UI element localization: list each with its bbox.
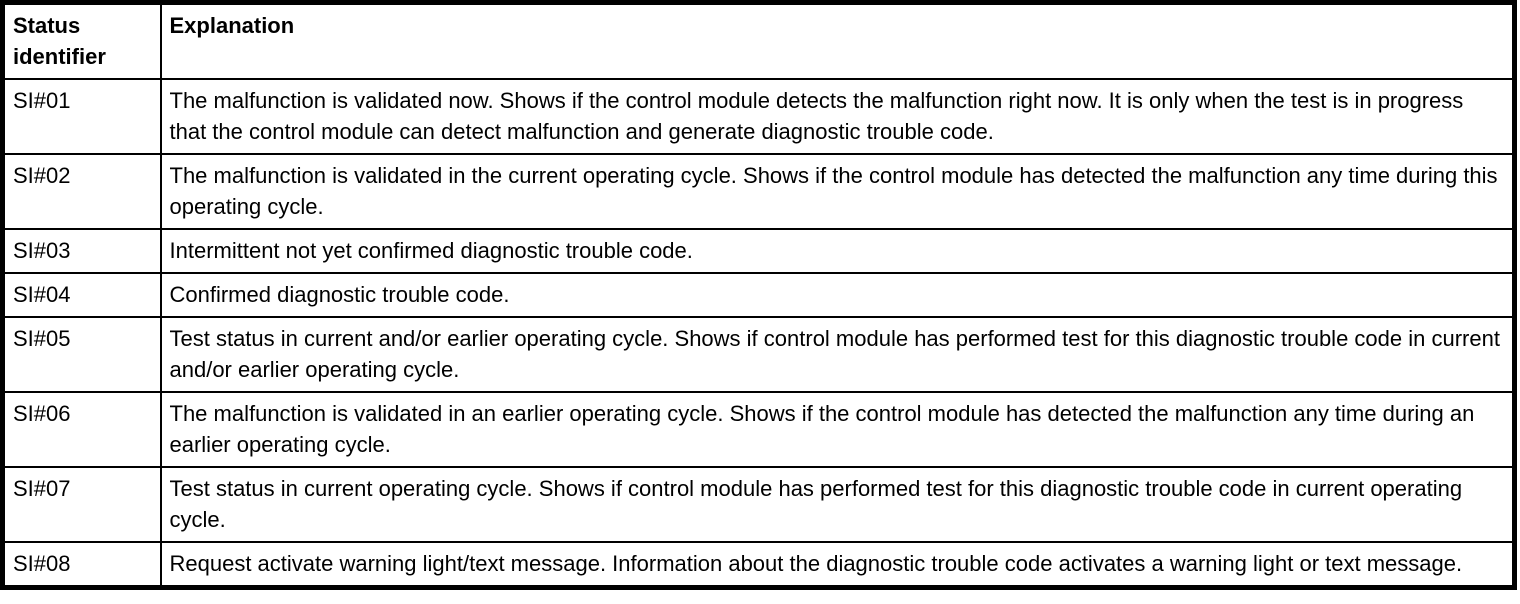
status-identifier-header: Status identifier xyxy=(1,1,162,80)
explanation-cell: Confirmed diagnostic trouble code. xyxy=(159,272,1516,318)
status-table-header: Status identifier Explanation xyxy=(1,1,1516,80)
header-row: Status identifier Explanation xyxy=(1,1,1516,80)
explanation-cell: The malfunction is validated in an earli… xyxy=(159,391,1516,468)
explanation-cell: The malfunction is validated now. Shows … xyxy=(159,78,1516,155)
explanation-cell: Intermittent not yet confirmed diagnosti… xyxy=(159,228,1516,274)
status-id-cell: SI#05 xyxy=(1,316,162,393)
status-id-cell: SI#02 xyxy=(1,153,162,230)
explanation-header: Explanation xyxy=(159,1,1516,80)
status-id-cell: SI#03 xyxy=(1,228,162,274)
status-id-cell: SI#07 xyxy=(1,466,162,543)
status-id-cell: SI#06 xyxy=(1,391,162,468)
explanation-cell: Test status in current and/or earlier op… xyxy=(159,316,1516,393)
explanation-cell: Request activate warning light/text mess… xyxy=(159,541,1516,589)
explanation-cell: The malfunction is validated in the curr… xyxy=(159,153,1516,230)
status-id-cell: SI#04 xyxy=(1,272,162,318)
status-id-cell: SI#08 xyxy=(1,541,162,589)
status-id-cell: SI#01 xyxy=(1,78,162,155)
explanation-cell: Test status in current operating cycle. … xyxy=(159,466,1516,543)
